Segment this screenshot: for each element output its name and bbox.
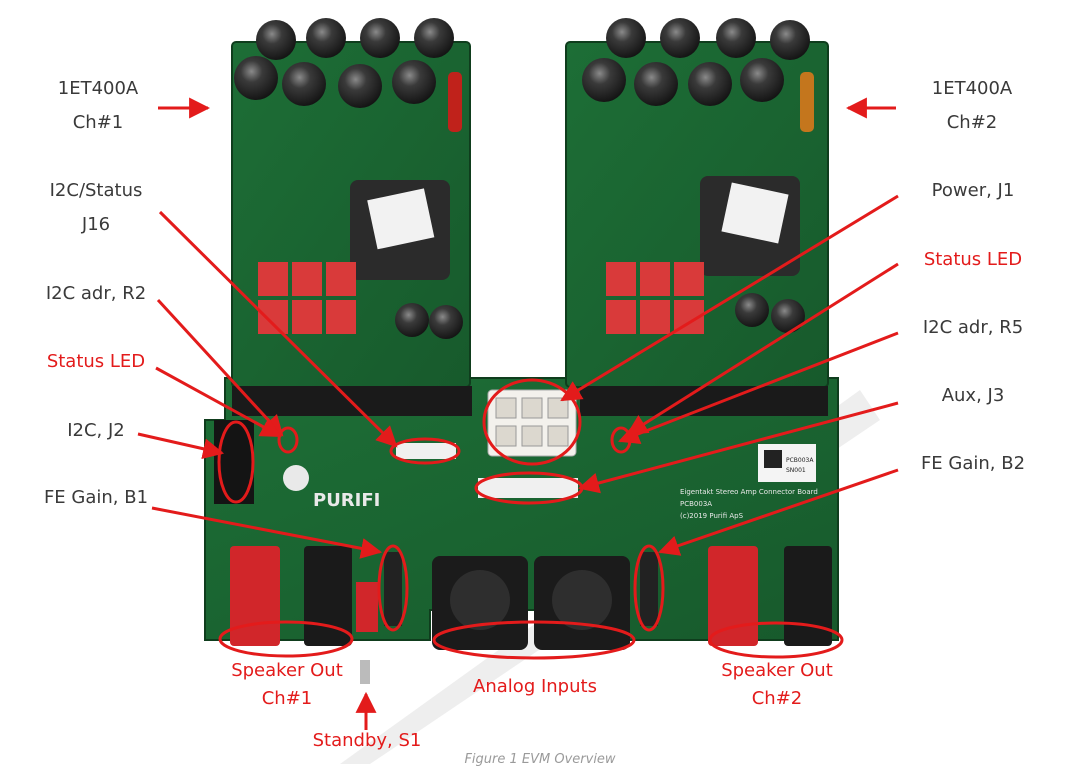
arrow-i2c-status-j16	[158, 210, 398, 448]
label-aux-j3: Aux, J3	[941, 385, 1005, 406]
speaker-terminal-ch1-red	[230, 546, 280, 646]
arrow-status-led-left	[155, 366, 282, 438]
label-i2c-adr-r5: I2C adr, R5	[922, 317, 1024, 338]
ellipse-status-led-left	[277, 426, 299, 454]
label-status-led-left: Status LED	[46, 351, 146, 372]
fe-gain-b2-pins	[640, 552, 658, 626]
arrow-power-j1	[560, 194, 899, 402]
label-status-led-right: Status LED	[923, 249, 1023, 270]
label-power-j1: Power, J1	[931, 180, 1015, 201]
film-capacitors-ch1	[258, 262, 356, 334]
ellipse-power-j1	[482, 378, 582, 466]
label-fe-gain-b1: FE Gain, B1	[43, 487, 149, 508]
arrow-status-led-right	[626, 262, 899, 436]
silk-line-1: Eigentakt Stereo Amp Connector Board	[680, 488, 818, 496]
qr-label-line-1: PCB003A	[786, 457, 814, 464]
label-speaker-out-ch2-line-1: Speaker Out	[721, 660, 833, 681]
film-capacitors-ch2	[606, 262, 704, 334]
label-i2c-status-j16: I2C/Status J16	[36, 174, 156, 242]
ellipse-i2c-status-j16	[389, 437, 461, 465]
speaker-terminal-ch1-black	[304, 546, 352, 646]
ellipse-fe-gain-b1	[377, 544, 409, 632]
capacitor-bank-ch2	[582, 18, 814, 132]
annotation-arrows	[137, 97, 899, 730]
connector-board	[204, 377, 839, 641]
purifi-logo-text: PURIFI	[313, 490, 380, 511]
arrow-i2c-adr-r5	[618, 331, 899, 444]
label-fe-gain-b2: FE Gain, B2	[920, 453, 1026, 474]
label-i2c-j2: I2C, J2	[67, 420, 125, 441]
arrow-i2c-j2	[137, 432, 225, 460]
label-ch1-module-line-2: Ch#1	[72, 112, 124, 133]
arrow-aux-j3	[577, 401, 899, 494]
fe-gain-b1-pins	[384, 552, 402, 626]
ellipse-speaker-out-ch2	[708, 621, 844, 659]
ellipse-speaker-out-ch1	[218, 620, 354, 658]
purifi-logo: PURIFI	[283, 465, 380, 511]
label-analog-inputs: Analog Inputs	[473, 676, 597, 697]
label-ch1-module-line-1: 1ET400A	[57, 78, 139, 99]
label-ch1-module: 1ET400A Ch#1	[48, 72, 148, 140]
label-i2c-status-line-1: I2C/Status	[49, 180, 143, 201]
capacitor-bank-ch1	[234, 18, 462, 132]
ellipse-i2c-j2	[217, 420, 255, 504]
arrow-fe-gain-b2	[658, 468, 899, 556]
label-speaker-out-ch1-line-1: Speaker Out	[231, 660, 343, 681]
label-i2c-adr-r2: I2C adr, R2	[45, 283, 147, 304]
label-ch2-module-line-2: Ch#2	[946, 112, 998, 133]
figure-caption: Figure 1 EVM Overview	[464, 752, 616, 767]
label-speaker-out-ch1: Speaker Out Ch#1	[222, 657, 352, 713]
speaker-terminal-ch2-black	[784, 546, 832, 646]
ellipse-analog-inputs	[432, 620, 636, 660]
label-i2c-status-line-2: J16	[81, 214, 111, 235]
qr-label-line-2: SN001	[786, 467, 806, 474]
label-speaker-out-ch2: Speaker Out Ch#2	[712, 657, 842, 713]
standby-switch-s1	[356, 582, 378, 632]
label-ch2-module: 1ET400A Ch#2	[922, 72, 1022, 140]
annotation-ellipses	[217, 378, 844, 660]
label-speaker-out-ch1-line-2: Ch#1	[261, 688, 313, 709]
label-ch2-module-line-1: 1ET400A	[931, 78, 1013, 99]
label-speaker-out-ch2-line-2: Ch#2	[751, 688, 803, 709]
silk-line-2: PCB003A	[680, 500, 712, 508]
arrow-i2c-adr-r2	[156, 298, 284, 437]
speaker-terminal-ch2-red	[708, 546, 758, 646]
label-standby-s1: Standby, S1	[312, 730, 422, 751]
silk-line-3: (c)2019 Purifi ApS	[680, 512, 744, 520]
ellipse-fe-gain-b2	[633, 544, 665, 632]
header-strip-ch2	[580, 386, 828, 416]
arrow-fe-gain-b1	[151, 506, 383, 559]
